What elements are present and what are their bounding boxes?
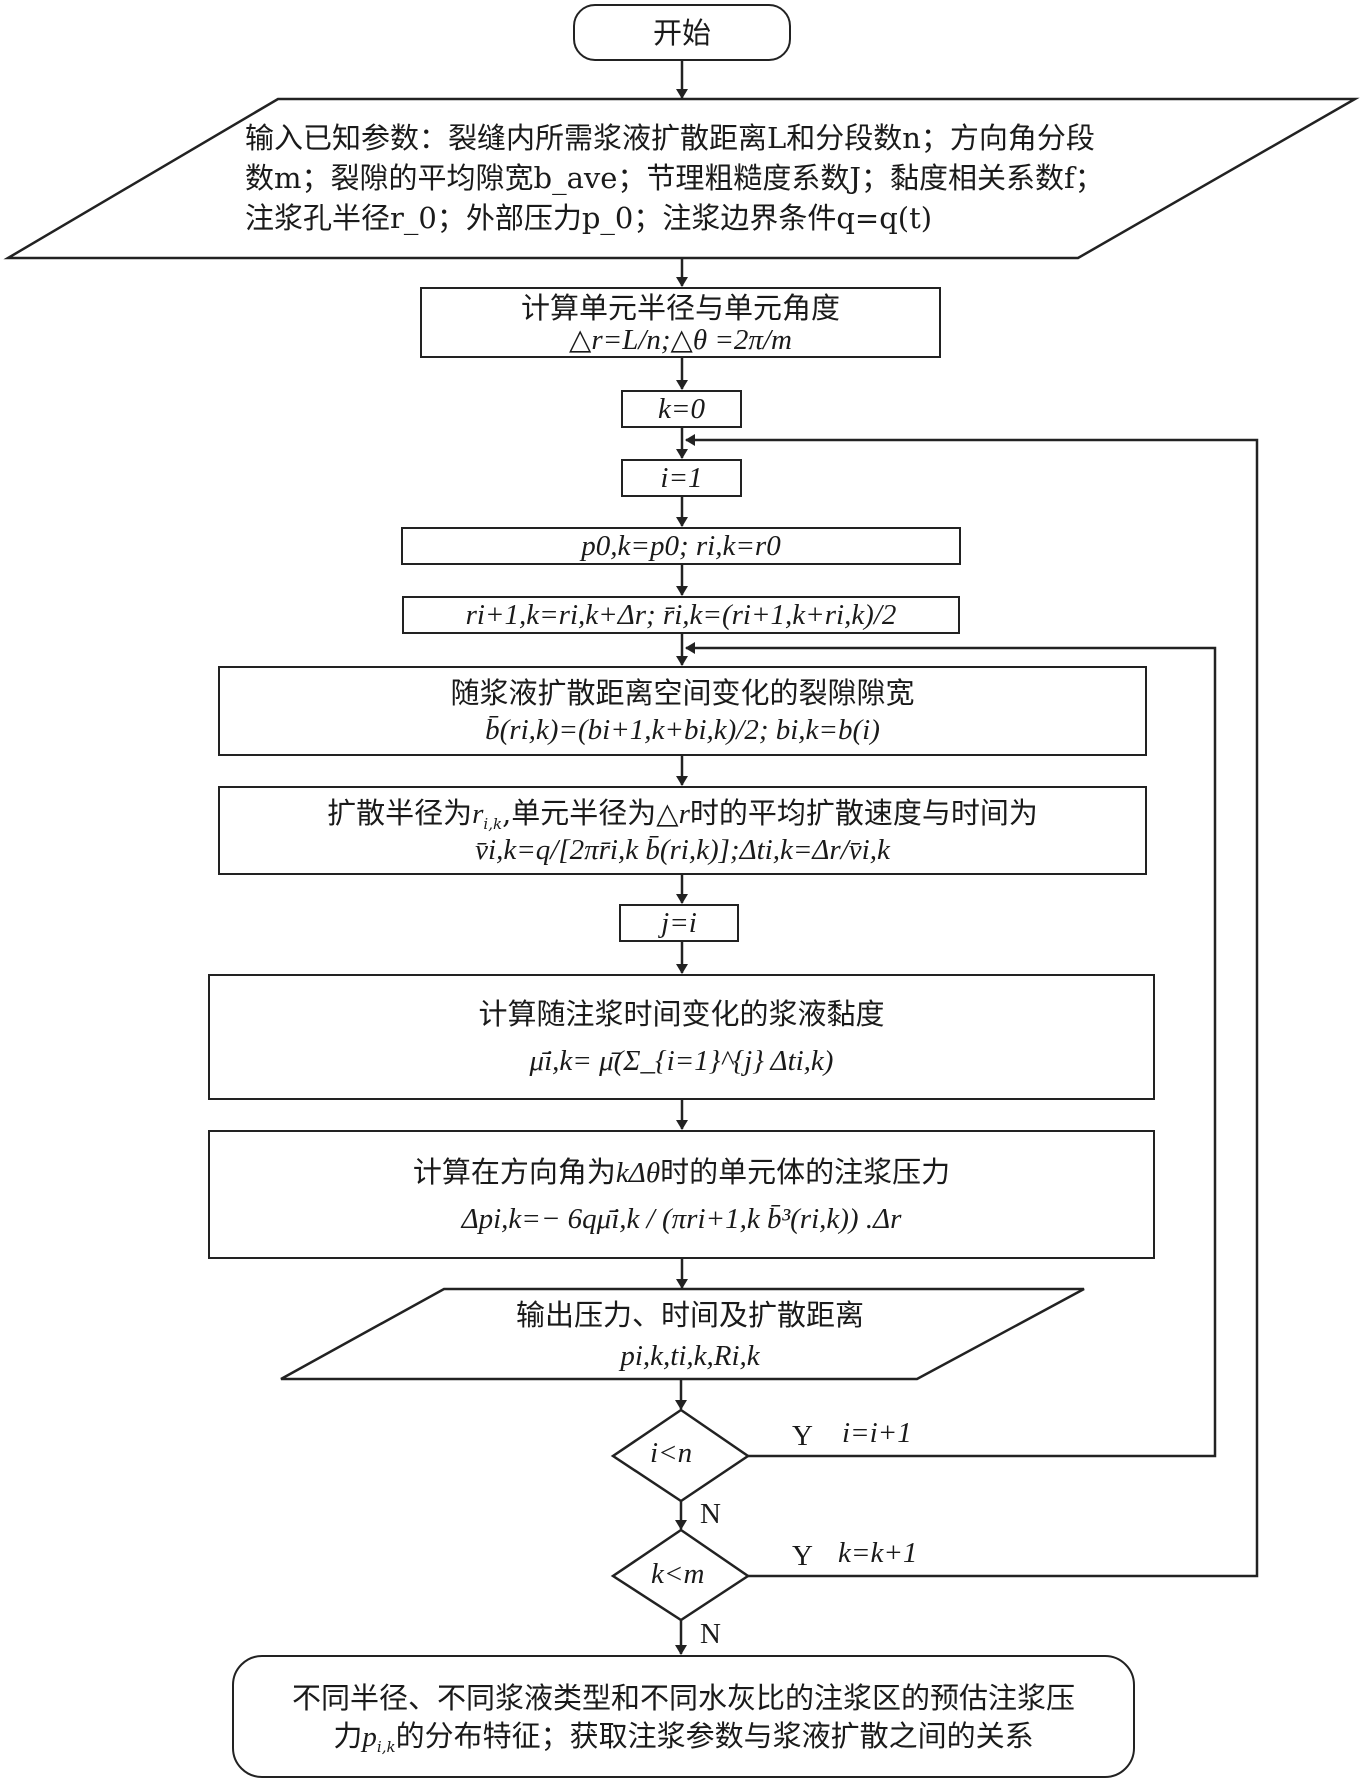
i-init-box: i=1 [621, 459, 742, 497]
pressure-formula: Δpi,k=− 6qμ̄i,k / (πri+1,k b̄³(ri,k)) .Δ… [461, 1202, 902, 1235]
decision-i-yes: Y [792, 1420, 813, 1452]
aperture-formula: b̄(ri,k)=(bi+1,k+bi,k)/2; bi,k=b(i) [485, 714, 880, 746]
calc-unit-title: 计算单元半径与单元角度 [520, 290, 840, 325]
viscosity-box: 计算随注浆时间变化的浆液黏度 μ̄i,k= μ̄(Σ_{i=1}^{j} Δti… [208, 974, 1155, 1100]
j-init-label: j=i [661, 907, 697, 939]
pressure-title-a: 计算在方向角为 [412, 1154, 616, 1189]
decision-i-action: i=i+1 [842, 1417, 912, 1449]
output-title: 输出压力、时间及扩散距离 [515, 1298, 864, 1332]
input-line-3: 注浆孔半径r_0；外部压力p_0；注浆边界条件q=q(t) [245, 201, 933, 235]
decision-i-no: N [700, 1498, 721, 1530]
i-init-label: i=1 [660, 462, 703, 494]
pressure-title-k: kΔθ [615, 1156, 661, 1189]
loop-i-connector [685, 642, 1217, 1458]
input-parameters-text: 输入已知参数：裂缝内所需浆液扩散距离L和分段数n；方向角分段 数m；裂隙的平均隙… [245, 118, 1104, 238]
input-parallelogram [3, 97, 1360, 260]
loop-k-connector [685, 434, 1259, 1578]
end-line-1: 不同半径、不同浆液类型和不同水灰比的注浆区的预估注浆压 [291, 1680, 1075, 1715]
input-line-1: 输入已知参数：裂缝内所需浆液扩散距离L和分段数n；方向角分段 [245, 121, 1095, 155]
velocity-title-r: r [472, 797, 484, 830]
velocity-title-a: 扩散半径为 [327, 795, 473, 830]
velocity-title: 扩散半径为ri,k,单元半径为△r时的平均扩散速度与时间为 [327, 794, 1038, 832]
output-text: 输出压力、时间及扩散距离 pi,k,ti,k,Ri,k [470, 1296, 910, 1374]
aperture-title: 随浆液扩散距离空间变化的裂隙隙宽 [450, 676, 915, 710]
decision-k-yes: Y [792, 1540, 813, 1572]
velocity-formula: v̄i,k=q/[2πr̄i,k b̄(ri,k)];Δti,k=Δr/v̄i,… [475, 833, 890, 866]
radius-update-formula: ri+1,k=ri,k+Δr; r̄i,k=(ri+1,k+ri,k)/2 [465, 599, 897, 631]
end-terminal: 不同半径、不同浆液类型和不同水灰比的注浆区的预估注浆压 力pi,k的分布特征；获… [232, 1655, 1135, 1778]
input-line-2: 数m；裂隙的平均隙宽b_ave；节理粗糙度系数J；黏度相关系数f； [245, 161, 1104, 195]
velocity-title-b: ,单元半径为△ [502, 795, 679, 830]
pressure-title: 计算在方向角为kΔθ时的单元体的注浆压力 [413, 1153, 950, 1191]
calc-unit-formula: △r=L/n;△θ =2π/m [569, 323, 792, 356]
decision-k-label: k<m [651, 1558, 705, 1590]
end-line-2-a: 力 [333, 1718, 363, 1753]
j-init-box: j=i [619, 904, 739, 942]
viscosity-formula: μ̄i,k= μ̄(Σ_{i=1}^{j} Δti,k) [529, 1045, 834, 1077]
velocity-title-c: 时的平均扩散速度与时间为 [689, 795, 1038, 830]
end-line-2: 力pi,k的分布特征；获取注浆参数与浆液扩散之间的关系 [333, 1717, 1033, 1755]
start-label: 开始 [652, 15, 711, 50]
pressure-title-b: 时的单元体的注浆压力 [660, 1154, 951, 1189]
radius-update-box: ri+1,k=ri,k+Δr; r̄i,k=(ri+1,k+ri,k)/2 [402, 596, 960, 634]
output-formula: pi,k,ti,k,Ri,k [620, 1340, 760, 1372]
end-line-2-p: p [362, 1720, 377, 1753]
decision-i-label: i<n [650, 1437, 693, 1469]
pressure-init-box: p0,k=p0; ri,k=r0 [401, 527, 961, 565]
calc-unit-box: 计算单元半径与单元角度 △r=L/n;△θ =2π/m [420, 287, 941, 358]
aperture-box: 随浆液扩散距离空间变化的裂隙隙宽 b̄(ri,k)=(bi+1,k+bi,k)/… [218, 666, 1147, 756]
k-init-box: k=0 [621, 390, 742, 428]
end-line-2-b: 的分布特征；获取注浆参数与浆液扩散之间的关系 [395, 1718, 1034, 1753]
start-terminal: 开始 [573, 4, 791, 61]
velocity-box: 扩散半径为ri,k,单元半径为△r时的平均扩散速度与时间为 v̄i,k=q/[2… [218, 786, 1147, 875]
pressure-init-formula: p0,k=p0; ri,k=r0 [581, 530, 781, 562]
pressure-box: 计算在方向角为kΔθ时的单元体的注浆压力 Δpi,k=− 6qμ̄i,k / (… [208, 1130, 1155, 1259]
end-line-2-sub: i,k [376, 1737, 396, 1756]
viscosity-title: 计算随注浆时间变化的浆液黏度 [478, 997, 885, 1031]
output-parallelogram [280, 1287, 1085, 1381]
decision-k-action: k=k+1 [838, 1537, 918, 1569]
velocity-title-sub: i,k [483, 814, 503, 833]
k-init-label: k=0 [658, 393, 705, 425]
velocity-title-r2: r [678, 797, 690, 830]
decision-k-no: N [700, 1618, 721, 1650]
